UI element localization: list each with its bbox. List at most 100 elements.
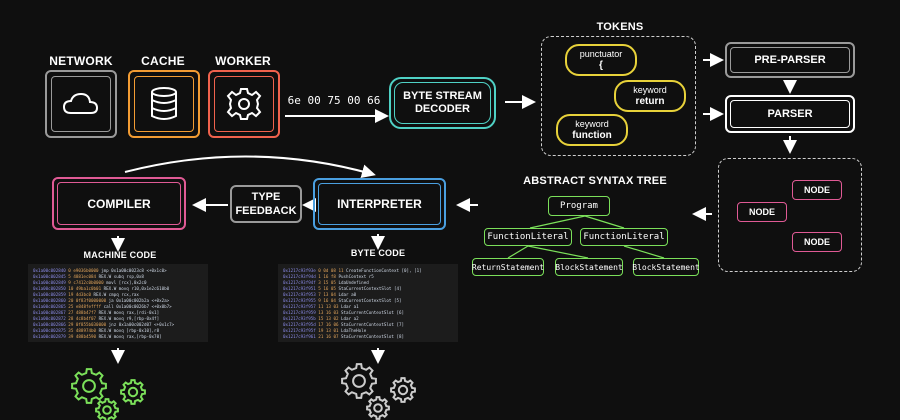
code-cell: 0x1217c93f95d bbox=[283, 322, 319, 327]
code-cell: 0x1217c93f959 bbox=[283, 310, 319, 315]
code-cell: ja 0x1a00c002b2a <+0x2a> bbox=[108, 298, 170, 303]
code-cell: 39 bbox=[68, 334, 76, 339]
code-cell: 13 01 bbox=[325, 328, 342, 333]
cache-label: CACHE bbox=[141, 54, 185, 68]
code-row: 0x1a00c002845 5 4881ec084 REX.W subq rsp… bbox=[33, 274, 203, 280]
code-cell: 19 bbox=[68, 292, 76, 297]
code-cell: e9036b0000 bbox=[73, 268, 102, 273]
code-row: 0x1217c93f957 11 13 03 Ldar a1 bbox=[283, 304, 453, 310]
code-cell: c7412c0b0000 bbox=[73, 280, 107, 285]
code-cell: 16 06 bbox=[325, 322, 342, 327]
code-cell: 1 bbox=[318, 274, 324, 279]
code-cell: 488b4590 bbox=[75, 334, 99, 339]
code-cell: movl [rcx],0x2c0 bbox=[106, 280, 147, 285]
code-cell: 9 bbox=[68, 280, 74, 285]
code-cell: 488b47f7 bbox=[75, 310, 99, 315]
decoder-label: BYTE STREAM DECODER bbox=[394, 82, 491, 124]
code-cell: 13 03 bbox=[325, 304, 342, 309]
code-cell: 0x1217c93f953 bbox=[283, 292, 319, 297]
code-cell: 29 bbox=[68, 322, 76, 327]
code-cell: 0x1217c93f94f bbox=[283, 280, 319, 285]
code-cell: 0x1217c93f951 bbox=[283, 286, 319, 291]
code-row: 0x1a00c002849 9 c7412c0b0000 movl [rcx],… bbox=[33, 280, 203, 286]
code-cell: 7 bbox=[318, 292, 324, 297]
code-cell: 17 bbox=[318, 322, 326, 327]
code-cell: REX.W movq rax,[rbp-0x70] bbox=[98, 334, 162, 339]
type-feedback-box: TYPE FEEDBACK bbox=[230, 185, 302, 223]
code-row: 0x1217c93f953 7 13 04 Ldar a0 bbox=[283, 292, 453, 298]
code-cell: 35 bbox=[68, 328, 76, 333]
code-cell: 488974b0 bbox=[75, 328, 99, 333]
code-cell: 15 bbox=[318, 316, 326, 321]
code-cell: call 0x1a00c0026b7 <+0x0b7> bbox=[103, 304, 172, 309]
code-cell: 21 bbox=[318, 334, 326, 339]
code-row: 0x1a00c002859 19 4d3bc0 REX.W cmpq rcx,r… bbox=[33, 292, 203, 298]
byte-stream-text: 6e 00 75 00 66 bbox=[287, 94, 381, 107]
preparser-label: PRE-PARSER bbox=[730, 47, 850, 73]
ast-return-statement-node: ReturnStatement bbox=[472, 258, 544, 276]
code-cell: 0f83f0000000 bbox=[75, 298, 109, 303]
code-cell: REX.W movq [rbp-0x10],r8 bbox=[98, 328, 160, 333]
code-row: 0x1a00c002872 28 4c8b4f07 REX.W movq r9,… bbox=[33, 316, 203, 322]
code-cell: LdaTheHole bbox=[341, 328, 367, 333]
ast-function-literal-node: FunctionLiteral bbox=[580, 228, 668, 246]
code-cell: REX.W movq r9,[rbp-0x4f] bbox=[98, 316, 160, 321]
code-cell: 16 03 bbox=[325, 310, 342, 315]
code-row: 0x1217c93f961 21 16 07 StaCurrentContext… bbox=[283, 334, 453, 340]
code-cell: 0f855b030000 bbox=[75, 322, 109, 327]
code-cell: 11 bbox=[318, 304, 326, 309]
code-cell: 0x1217c93f94d bbox=[283, 274, 319, 279]
code-row: 0x1a00c002860 20 0f83f0000000 ja 0x1a00c… bbox=[33, 298, 203, 304]
code-cell: 16 f8 bbox=[323, 274, 339, 279]
byte-stream-decoder: BYTE STREAM DECODER bbox=[389, 77, 496, 129]
code-cell: 16 04 bbox=[323, 298, 339, 303]
code-row: 0x1217c93f959 13 16 03 StaCurrentContext… bbox=[283, 310, 453, 316]
code-row: 0x1a00c002875 35 488974b0 REX.W movq [rb… bbox=[33, 328, 203, 334]
token-value: function bbox=[572, 130, 612, 141]
ast-program-node: Program bbox=[548, 196, 610, 216]
code-cell: 4881ec084 bbox=[73, 274, 99, 279]
code-cell: 25 bbox=[68, 304, 76, 309]
code-cell: 0x1a00c002867 bbox=[33, 310, 69, 315]
code-cell: LdaUndefined bbox=[338, 280, 369, 285]
tokens-container bbox=[541, 36, 696, 156]
code-row: 0x1217c93f94f 3 15 05 LdaUndefined bbox=[283, 280, 453, 286]
token-keyword-function: keyword function bbox=[556, 114, 628, 146]
code-cell: StaCurrentContextSlot [4] bbox=[338, 286, 402, 291]
code-row: 0x1a00c002879 39 488b4590 REX.W movq rax… bbox=[33, 334, 203, 340]
code-row: 0x1217c93f93e 0 0d 08 11 CreateFunctionC… bbox=[283, 268, 453, 274]
code-cell: 4d3bc0 bbox=[75, 292, 94, 297]
code-cell: REX.W cmpq rcx,rax bbox=[93, 292, 139, 297]
deopt-curve-arrow bbox=[124, 155, 376, 179]
token-kind: keyword bbox=[575, 119, 609, 129]
code-cell: StaCurrentContextSlot [6] bbox=[341, 310, 405, 315]
nodes-container bbox=[718, 158, 862, 272]
token-kind: punctuator bbox=[579, 49, 623, 59]
code-cell: 9 bbox=[318, 298, 324, 303]
byte-code-title: BYTE CODE bbox=[350, 248, 406, 258]
code-cell: e848feffff bbox=[75, 304, 104, 309]
ast-block-statement-node: BlockStatement bbox=[632, 258, 700, 276]
code-cell: 0x1a00c002875 bbox=[33, 328, 69, 333]
code-row: 0x1217c93f955 9 16 04 StaCurrentContextS… bbox=[283, 298, 453, 304]
token-kind: keyword bbox=[633, 85, 667, 95]
parser-label: PARSER bbox=[730, 100, 850, 128]
code-row: 0x1a00c002850 10 49ba1c0b01 REX.W movq r… bbox=[33, 286, 203, 292]
code-cell: 0x1217c93f95b bbox=[283, 316, 319, 321]
token-punctuator: punctuator { bbox=[565, 44, 637, 76]
code-cell: 0x1a00c002840 bbox=[33, 268, 69, 273]
machine-code-panel: 0x1a00c002840 0 e9036b0000 jmp 0x1a00c00… bbox=[28, 264, 208, 342]
code-cell: 5 bbox=[68, 274, 74, 279]
code-cell: StaCurrentContextSlot [8] bbox=[341, 334, 405, 339]
code-cell: 20 bbox=[68, 298, 76, 303]
code-cell: 13 bbox=[318, 310, 326, 315]
code-cell: 0 bbox=[318, 268, 324, 273]
code-row: 0x1217c93f95d 17 16 06 StaCurrentContext… bbox=[283, 322, 453, 328]
code-cell: Ldar a2 bbox=[341, 316, 359, 321]
worker-source bbox=[208, 70, 280, 138]
preparser-box: PRE-PARSER bbox=[725, 42, 855, 78]
code-cell: 0x1a00c002859 bbox=[33, 292, 69, 297]
code-cell: 4c8b4f07 bbox=[75, 316, 99, 321]
node-item: NODE bbox=[792, 232, 842, 252]
